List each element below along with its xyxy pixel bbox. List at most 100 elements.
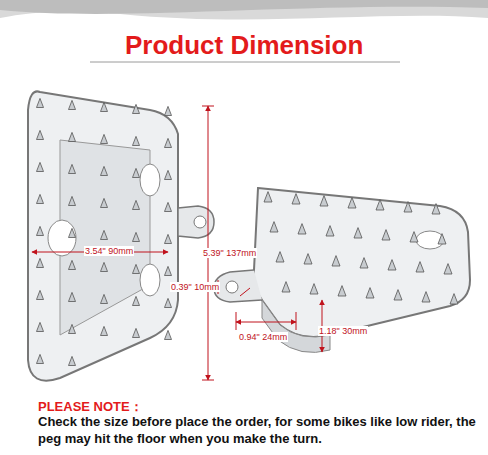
- spike: [422, 292, 430, 302]
- spike: [37, 322, 44, 331]
- dimension-tick: [202, 106, 214, 107]
- spike: [366, 288, 374, 298]
- spike: [37, 354, 44, 363]
- spike: [37, 194, 44, 203]
- mount-hole: [194, 216, 206, 228]
- spikes: [37, 98, 172, 365]
- spike: [432, 204, 440, 214]
- peg-mount-tab: [214, 270, 262, 302]
- spike: [133, 264, 140, 273]
- dimension-tick: [236, 312, 237, 330]
- dimension-tick: [202, 380, 214, 381]
- spike: [320, 196, 328, 206]
- spike: [69, 324, 76, 333]
- peg-slot: [48, 220, 76, 256]
- spike: [37, 226, 44, 235]
- spike: [304, 254, 312, 264]
- title-rule: [90, 62, 400, 63]
- spike: [101, 326, 108, 335]
- note-heading: PLEASE NOTE：: [38, 398, 143, 416]
- spike: [416, 262, 424, 272]
- mount-hole: [226, 281, 238, 293]
- spike: [348, 198, 356, 208]
- spike: [298, 224, 306, 234]
- spike: [354, 228, 362, 238]
- spike: [69, 164, 76, 173]
- spike: [101, 166, 108, 175]
- spike: [292, 194, 300, 204]
- spike: [338, 286, 346, 296]
- spike: [69, 196, 76, 205]
- dimension-label: 5.39" 137mm: [202, 248, 257, 258]
- spike: [133, 136, 140, 145]
- note-text: Check the size before place the order, f…: [38, 414, 478, 447]
- spikes: [264, 192, 458, 304]
- spike: [133, 232, 140, 241]
- spike: [133, 168, 140, 177]
- spike: [69, 356, 76, 365]
- dimension-tick: [296, 312, 297, 330]
- spike: [264, 192, 272, 202]
- spike: [165, 234, 172, 243]
- spike: [282, 282, 290, 292]
- spike: [410, 232, 418, 242]
- spike: [388, 260, 396, 270]
- spike: [270, 222, 278, 232]
- leader-line: [240, 288, 250, 296]
- spike: [165, 330, 172, 339]
- spike: [276, 252, 284, 262]
- spike: [360, 258, 368, 268]
- dimension-label: 0.94" 24mm: [238, 332, 288, 342]
- spike: [37, 162, 44, 171]
- peg-slot: [140, 264, 160, 296]
- dimension-label: 0.39" 10mm: [170, 282, 220, 292]
- spike: [69, 292, 76, 301]
- dimension-label: 1.18" 30mm: [318, 326, 368, 336]
- spike: [37, 130, 44, 139]
- peg-slot: [140, 164, 160, 196]
- spike: [101, 294, 108, 303]
- spike: [165, 106, 172, 115]
- spike: [133, 328, 140, 337]
- spike: [376, 200, 384, 210]
- header-swoosh: [0, 0, 488, 14]
- spike: [101, 102, 108, 111]
- spike: [310, 284, 318, 294]
- spike: [37, 98, 44, 107]
- header-swoosh: [0, 0, 488, 20]
- spike: [37, 258, 44, 267]
- peg-mount-tab: [178, 206, 214, 238]
- spike: [69, 100, 76, 109]
- right-footpeg: [254, 188, 470, 337]
- spike: [165, 266, 172, 275]
- spike: [133, 104, 140, 113]
- spike: [404, 202, 412, 212]
- page-title: Product Dimension: [125, 30, 363, 61]
- spike: [444, 264, 452, 274]
- spike: [101, 262, 108, 271]
- peg-inner: [60, 140, 150, 335]
- spike: [382, 230, 390, 240]
- spike: [332, 256, 340, 266]
- spike: [165, 298, 172, 307]
- spike: [69, 260, 76, 269]
- spike: [165, 202, 172, 211]
- spike: [133, 200, 140, 209]
- spike: [326, 226, 334, 236]
- dimension-line: [208, 106, 209, 380]
- spike: [438, 234, 446, 244]
- spike: [101, 198, 108, 207]
- spike: [450, 294, 458, 304]
- spike: [394, 290, 402, 300]
- left-footpeg: [28, 91, 178, 380]
- spike: [37, 290, 44, 299]
- spike: [165, 138, 172, 147]
- spike: [69, 228, 76, 237]
- dimension-label: 3.54" 90mm: [84, 246, 134, 256]
- spike: [101, 230, 108, 239]
- spike: [101, 134, 108, 143]
- spike: [69, 132, 76, 141]
- spike: [165, 170, 172, 179]
